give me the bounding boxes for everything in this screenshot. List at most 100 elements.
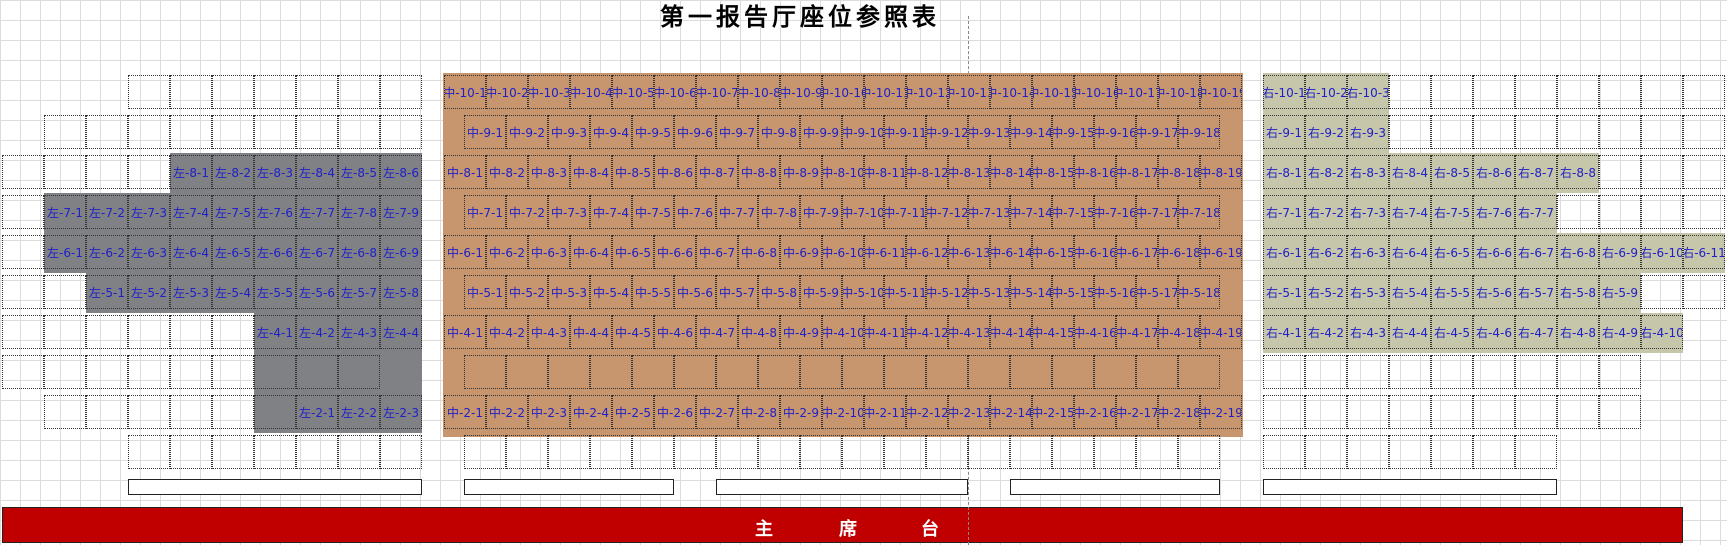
right-seat: 右-5-3: [1347, 275, 1389, 309]
right-seat: 右-8-4: [1389, 155, 1431, 189]
empty-seat: [1305, 395, 1347, 429]
middle-seat: 中-5-5: [632, 275, 674, 309]
empty-seat: [968, 435, 1010, 469]
middle-seat: 中-6-18: [1158, 235, 1200, 269]
middle-seat: 中-6-19: [1200, 235, 1242, 269]
empty-seat: [1641, 275, 1683, 309]
empty-seat: [2, 235, 44, 269]
middle-seat: 中-2-2: [486, 395, 528, 429]
left-seat: 左-6-2: [86, 235, 128, 269]
empty-seat: [758, 435, 800, 469]
empty-seat: [1599, 355, 1641, 389]
middle-seat: 中-8-6: [654, 155, 696, 189]
page-title: 第一报告厅座位参照表: [660, 2, 940, 31]
middle-seat: 中-7-5: [632, 195, 674, 229]
right-seat: 右-6-10: [1641, 235, 1683, 269]
empty-seat: [1136, 435, 1178, 469]
middle-seat: 中-9-16: [1094, 115, 1136, 149]
middle-seat: 中-10-3: [528, 75, 570, 109]
left-seat: 左-8-2: [212, 155, 254, 189]
empty-seat: [86, 155, 128, 189]
middle-seat: 中-6-7: [696, 235, 738, 269]
right-seat: 右-9-1: [1263, 115, 1305, 149]
empty-seat: [212, 435, 254, 469]
middle-seat: 中-4-6: [654, 315, 696, 349]
middle-seat: 中-4-12: [906, 315, 948, 349]
right-seat: 右-6-1: [1263, 235, 1305, 269]
empty-seat: [338, 435, 380, 469]
left-seat: 左-7-2: [86, 195, 128, 229]
right-seat: 右-4-4: [1389, 315, 1431, 349]
middle-seat: 中-4-9: [780, 315, 822, 349]
empty-seat: [170, 435, 212, 469]
middle-seat: 中-6-14: [990, 235, 1032, 269]
right-seat: 右-6-7: [1515, 235, 1557, 269]
left-seat: 左-6-9: [380, 235, 422, 269]
empty-seat: [44, 275, 86, 309]
left-section-fill: [44, 193, 422, 273]
right-seat: 右-7-6: [1473, 195, 1515, 229]
middle-seat: 中-2-9: [780, 395, 822, 429]
empty-seat: [884, 355, 926, 389]
middle-seat: 中-2-3: [528, 395, 570, 429]
left-seat: 左-6-8: [338, 235, 380, 269]
left-seat: 左-6-7: [296, 235, 338, 269]
middle-seat: 中-8-2: [486, 155, 528, 189]
empty-seat: [1347, 395, 1389, 429]
middle-seat: 中-6-10: [822, 235, 864, 269]
middle-seat: 中-7-15: [1052, 195, 1094, 229]
middle-seat: 中-10-10: [822, 75, 864, 109]
right-seat: 右-8-7: [1515, 155, 1557, 189]
middle-seat: 中-4-3: [528, 315, 570, 349]
empty-seat: [44, 315, 86, 349]
left-seat: 左-7-8: [338, 195, 380, 229]
right-seat: 右-6-6: [1473, 235, 1515, 269]
middle-seat: 中-10-16: [1074, 75, 1116, 109]
right-seat: 右-5-9: [1599, 275, 1641, 309]
middle-seat: 中-7-14: [1010, 195, 1052, 229]
empty-seat: [1389, 115, 1431, 149]
empty-seat: [1431, 75, 1473, 109]
middle-seat: 中-6-9: [780, 235, 822, 269]
middle-seat: 中-6-6: [654, 235, 696, 269]
empty-seat: [1305, 435, 1347, 469]
middle-seat: 中-9-11: [884, 115, 926, 149]
middle-seat: 中-5-15: [1052, 275, 1094, 309]
middle-seat: 中-10-15: [1032, 75, 1074, 109]
middle-seat: 中-10-7: [696, 75, 738, 109]
empty-seat: [1347, 355, 1389, 389]
middle-seat: 中-7-9: [800, 195, 842, 229]
left-seat: 左-7-1: [44, 195, 86, 229]
empty-seat: [44, 115, 86, 149]
empty-seat: [170, 115, 212, 149]
empty-seat: [212, 315, 254, 349]
middle-seat: 中-6-1: [444, 235, 486, 269]
middle-seat: 中-9-5: [632, 115, 674, 149]
left-seat: 左-4-4: [380, 315, 422, 349]
middle-seat: 中-4-16: [1074, 315, 1116, 349]
middle-seat: 中-10-5: [612, 75, 654, 109]
left-seat: 左-6-4: [170, 235, 212, 269]
empty-seat: [1683, 155, 1725, 189]
right-seat: 右-7-5: [1431, 195, 1473, 229]
empty-seat: [44, 155, 86, 189]
empty-seat: [1599, 395, 1641, 429]
empty-seat: [842, 435, 884, 469]
right-seat: 右-5-8: [1557, 275, 1599, 309]
left-seat: 左-6-6: [254, 235, 296, 269]
empty-seat: [1683, 75, 1725, 109]
empty-seat: [86, 115, 128, 149]
empty-seat: [212, 395, 254, 429]
empty-seat: [1473, 75, 1515, 109]
left-seat: 左-2-2: [338, 395, 380, 429]
right-seat: 右-4-5: [1431, 315, 1473, 349]
right-seat: 右-5-2: [1305, 275, 1347, 309]
empty-seat: [254, 395, 296, 429]
left-seat: 左-8-3: [254, 155, 296, 189]
middle-seat: 中-5-2: [506, 275, 548, 309]
middle-seat: 中-4-14: [990, 315, 1032, 349]
middle-seat: 中-8-18: [1158, 155, 1200, 189]
left-seat: 左-6-1: [44, 235, 86, 269]
empty-seat: [128, 115, 170, 149]
right-section-fill: [1263, 233, 1725, 273]
